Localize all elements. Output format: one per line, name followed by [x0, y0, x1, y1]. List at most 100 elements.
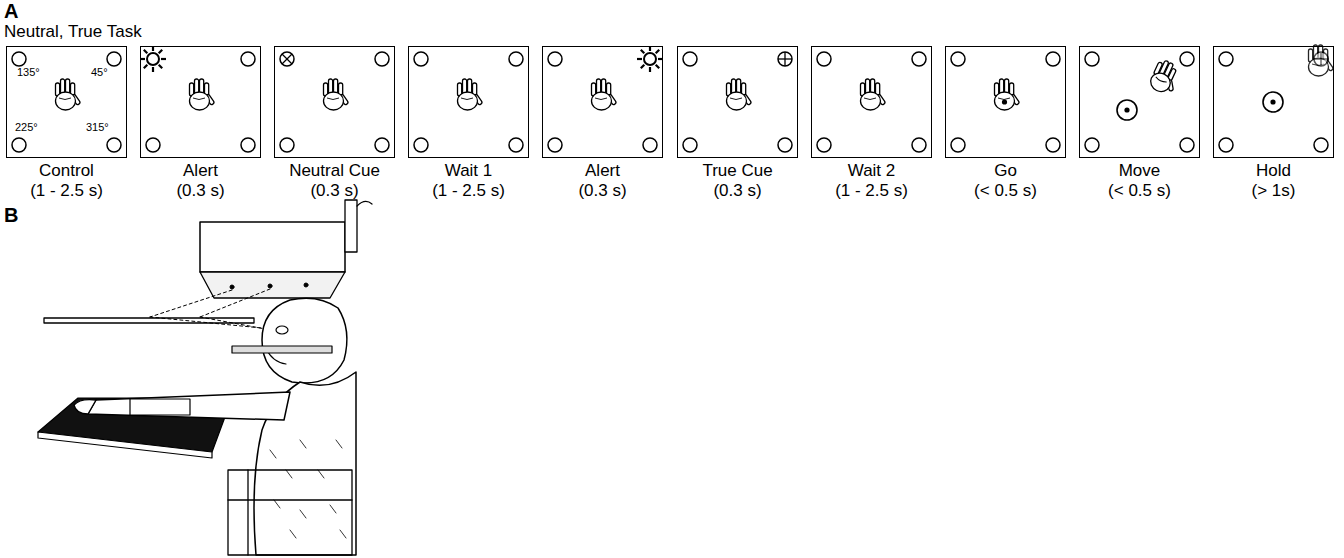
task-epoch: Wait 2(1 - 2.5 s) [811, 46, 932, 201]
go-dot [1002, 99, 1007, 104]
target-light [509, 138, 523, 152]
task-epoch: Hold(> 1s) [1213, 46, 1334, 201]
epoch-duration: (0.3 s) [268, 181, 401, 201]
epoch-name: Alert [536, 161, 669, 181]
epoch-duration: (0.3 s) [671, 181, 804, 201]
epoch-name: Wait 2 [805, 161, 938, 181]
primate-chair [228, 470, 352, 555]
target-light [414, 52, 428, 66]
monkey-hand [74, 400, 96, 414]
epoch-name: Hold [1207, 161, 1340, 181]
start-position [1117, 100, 1137, 120]
angle-label: 315° [86, 121, 109, 133]
target-light [241, 138, 255, 152]
target-light [912, 138, 926, 152]
target-light [1219, 52, 1233, 66]
target-light [817, 138, 831, 152]
epoch-caption: Wait 2(1 - 2.5 s) [805, 161, 938, 201]
task-epoch: Neutral Cue(0.3 s) [274, 46, 395, 201]
target-light [778, 138, 792, 152]
screen-frame [6, 46, 127, 158]
control-screen [12, 52, 121, 152]
monkey-apparatus [38, 200, 372, 555]
screen-frame [811, 46, 932, 158]
hand-icon [592, 79, 617, 110]
target-light [951, 52, 965, 66]
epoch-caption: Hold(> 1s) [1207, 161, 1340, 201]
hand-icon [458, 79, 483, 110]
target-light [509, 52, 523, 66]
head-post [345, 200, 357, 252]
display-panel [200, 272, 345, 298]
alert-screen [548, 46, 663, 152]
target-light [1180, 138, 1194, 152]
target-light [817, 52, 831, 66]
hand-icon [190, 79, 215, 110]
hand-icon [995, 79, 1020, 110]
target-light [241, 52, 255, 66]
epoch-caption: Move(< 0.5 s) [1073, 161, 1206, 201]
screen-frame [1213, 46, 1334, 158]
panel-subtitle: Neutral, True Task [4, 22, 142, 42]
target-light [375, 138, 389, 152]
epoch-caption: Alert(0.3 s) [134, 161, 267, 201]
led [304, 283, 308, 287]
neutral-cue-symbol [280, 52, 294, 66]
hand-icon [324, 79, 349, 110]
hand-icon [727, 79, 752, 110]
sight-lines [150, 289, 282, 332]
target-light [414, 138, 428, 152]
monkey-arm [88, 392, 290, 420]
task-epoch: Go(< 0.5 s) [945, 46, 1066, 201]
angle-label: 45° [91, 66, 108, 78]
alert-light [140, 46, 166, 72]
target-light [12, 52, 26, 66]
target-light [683, 138, 697, 152]
epoch-duration: (1 - 2.5 s) [0, 181, 133, 201]
target-light [951, 138, 965, 152]
target-light [912, 52, 926, 66]
hand-icon [1309, 45, 1334, 76]
epoch-caption: Neutral Cue(0.3 s) [268, 161, 401, 201]
screen-frame [945, 46, 1066, 158]
hand-icon [1148, 58, 1184, 97]
true-cue-symbol [1314, 52, 1328, 66]
task-epoch: Alert(0.3 s) [542, 46, 663, 201]
epoch-name: Neutral Cue [268, 161, 401, 181]
target-light [12, 138, 26, 152]
start-position [1263, 92, 1283, 112]
true-cue-symbol [1314, 52, 1328, 66]
true-cue-symbol [778, 52, 792, 66]
screen-frame [1079, 46, 1200, 158]
epoch-duration: (1 - 2.5 s) [402, 181, 535, 201]
target-light [107, 52, 121, 66]
target-light [683, 52, 697, 66]
epoch-caption: True Cue(0.3 s) [671, 161, 804, 201]
screen-frame [408, 46, 529, 158]
panel-label: B [4, 204, 18, 227]
task-epoch: True Cue(0.3 s) [677, 46, 798, 201]
alert-screen [140, 46, 255, 152]
epoch-duration: (< 0.5 s) [939, 181, 1072, 201]
alert-light [637, 46, 663, 72]
monkey-eye [276, 326, 288, 334]
epoch-duration: (> 1s) [1207, 181, 1340, 201]
neutral-cue-screen [280, 52, 389, 152]
task-epoch: Move(< 0.5 s) [1079, 46, 1200, 201]
epoch-caption: Wait 1(1 - 2.5 s) [402, 161, 535, 201]
task-epoch: Alert(0.3 s) [140, 46, 261, 201]
target-light [548, 52, 562, 66]
epoch-duration: (1 - 2.5 s) [805, 181, 938, 201]
target-light [1180, 52, 1194, 66]
led [268, 284, 272, 288]
led [230, 285, 234, 289]
screen-frame [677, 46, 798, 158]
target-light [107, 138, 121, 152]
hand-icon [56, 79, 81, 110]
table-edge [38, 432, 212, 458]
task-epoch: Wait 1(1 - 2.5 s) [408, 46, 529, 201]
mirror [44, 318, 254, 323]
epoch-duration: (0.3 s) [134, 181, 267, 201]
move-screen [1085, 52, 1194, 152]
